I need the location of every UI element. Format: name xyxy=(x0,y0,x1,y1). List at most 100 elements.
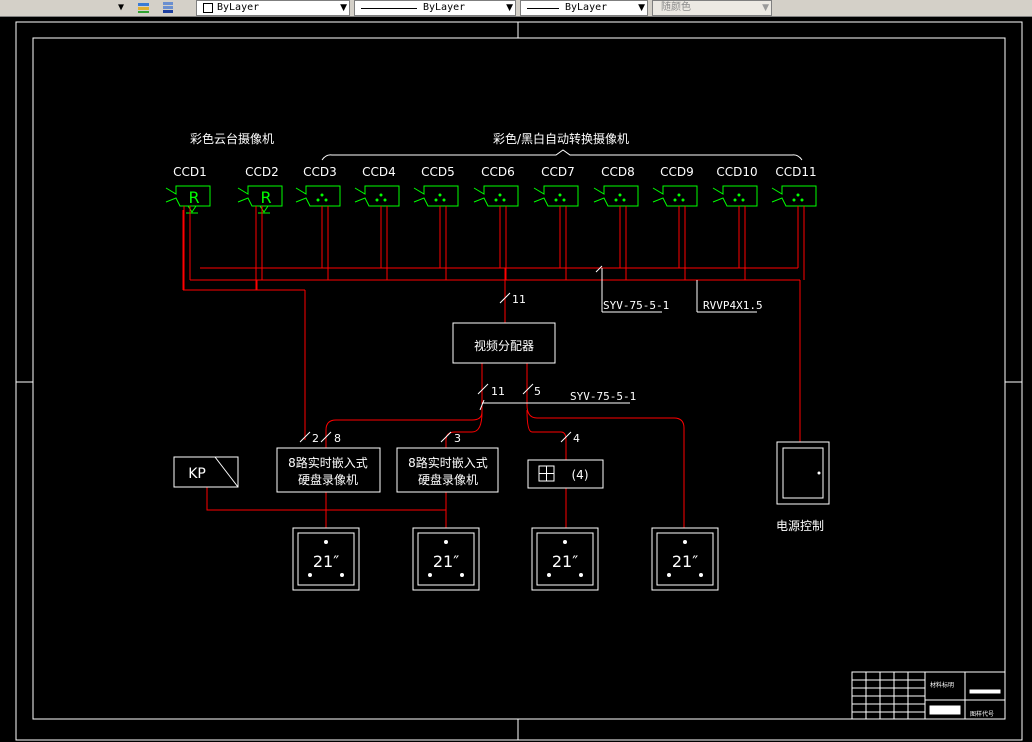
monitor-dot-icon xyxy=(308,573,312,577)
camera-ccd11[interactable]: CCD11 xyxy=(771,165,817,280)
group1-title: 彩色云台摄像机 xyxy=(190,131,274,146)
title-block xyxy=(851,671,1006,720)
camera-ccd9[interactable]: CCD9 xyxy=(652,165,698,280)
camera-body-icon xyxy=(593,185,639,207)
layer-previous-icon[interactable] xyxy=(160,0,176,15)
control-keyboard[interactable]: KP xyxy=(173,456,239,488)
plotstyle-control-combo: 随颜色 ▼ xyxy=(652,0,772,16)
camera-ccd10[interactable]: CCD10 xyxy=(712,165,758,280)
ptz-mount-icon xyxy=(186,205,198,214)
camera-label: CCD2 xyxy=(245,165,279,179)
camera-ccd5[interactable]: CCD5 xyxy=(413,165,459,280)
lens-dot-icon xyxy=(494,198,498,202)
monitor-row: 21″ 21″ 21″ 21″ xyxy=(292,527,719,591)
lineweight-control-value: ByLayer xyxy=(565,2,608,13)
title-block-label-1: 材料标明 xyxy=(930,681,954,689)
layer-dropdown-arrow[interactable]: ▼ xyxy=(118,2,125,13)
dvr-2[interactable]: 8路实时嵌入式 硬盘录像机 xyxy=(396,447,499,493)
lens-dot-icon xyxy=(379,193,383,197)
dvr-1-line2: 硬盘录像机 xyxy=(298,472,358,487)
camera-label: CCD7 xyxy=(541,165,575,179)
monitor-dot-icon xyxy=(699,573,703,577)
monitor-size-label: 21″ xyxy=(552,552,578,571)
camera-label: CCD8 xyxy=(601,165,635,179)
lens-dot-icon xyxy=(618,193,622,197)
camera-label: CCD3 xyxy=(303,165,337,179)
lens-dot-icon xyxy=(562,198,566,202)
camera-body-icon xyxy=(771,185,817,207)
out-count-a: 11 xyxy=(491,385,505,398)
camera-body-icon xyxy=(165,185,211,207)
lens-dot-icon xyxy=(558,193,562,197)
lens-dot-icon xyxy=(324,198,328,202)
linetype-sample-icon xyxy=(361,8,417,9)
quad-splitter[interactable]: (4) xyxy=(527,459,604,489)
chevron-down-icon: ▼ xyxy=(506,3,513,13)
camera-ccd6[interactable]: CCD6 xyxy=(473,165,519,280)
group2-brace xyxy=(321,149,803,161)
ptz-mount-icon xyxy=(258,205,270,214)
camera-ccd7[interactable]: CCD7 xyxy=(533,165,579,280)
camera-body-icon xyxy=(237,185,283,207)
lineweight-sample-icon xyxy=(527,8,559,9)
monitor-dot-icon xyxy=(667,573,671,577)
monitor-size-label: 21″ xyxy=(313,552,339,571)
power-control-box[interactable]: 电源控制 xyxy=(776,441,830,533)
camera-ccd3[interactable]: CCD3 xyxy=(295,165,341,280)
lineweight-control-combo[interactable]: ByLayer ▼ xyxy=(520,0,648,16)
camera-label: CCD5 xyxy=(421,165,455,179)
lens-dot-icon xyxy=(554,198,558,202)
linetype-control-value: ByLayer xyxy=(423,2,466,13)
linetype-control-combo[interactable]: ByLayer ▼ xyxy=(354,0,516,16)
dvr1-in-b: 8 xyxy=(334,432,341,445)
layer-states-icon[interactable] xyxy=(136,0,152,15)
chevron-down-icon: ▼ xyxy=(638,3,645,13)
dvr-2-line2: 硬盘录像机 xyxy=(418,472,478,487)
properties-toolbar: ▼ ByLayer ▼ ByLayer ▼ ByLayer ▼ 随颜色 ▼ xyxy=(0,0,1032,17)
lens-dot-icon xyxy=(792,198,796,202)
camera-ccd4[interactable]: CCD4 xyxy=(354,165,400,280)
video-distributor[interactable]: 视频分配器 xyxy=(452,322,556,364)
monitor-dot-icon xyxy=(428,573,432,577)
camera-body-icon xyxy=(652,185,698,207)
dvr2-in: 3 xyxy=(454,432,461,445)
lens-dot-icon xyxy=(796,193,800,197)
dvr-1[interactable]: 8路实时嵌入式 硬盘录像机 xyxy=(276,447,381,493)
color-swatch-icon xyxy=(203,3,213,13)
lens-dot-icon xyxy=(733,198,737,202)
monitor-dot-icon xyxy=(563,540,567,544)
camera-label: CCD1 xyxy=(173,165,207,179)
cable-label-video-2: SYV-75-5-1 xyxy=(570,390,636,403)
monitor-dot-icon xyxy=(324,540,328,544)
splitter-in: 4 xyxy=(573,432,580,445)
lens-dot-icon xyxy=(375,198,379,202)
video-distributor-label: 视频分配器 xyxy=(474,338,534,353)
camera-body-icon xyxy=(354,185,400,207)
monitor-4[interactable]: 21″ xyxy=(651,527,719,591)
out-count-b: 5 xyxy=(534,385,541,398)
dvr-2-line1: 8路实时嵌入式 xyxy=(408,455,488,470)
monitor-dot-icon xyxy=(444,540,448,544)
lens-dot-icon xyxy=(442,198,446,202)
camera-ccd8[interactable]: CCD8 xyxy=(593,165,639,280)
camera-label: CCD6 xyxy=(481,165,515,179)
keyboard-label: KP xyxy=(188,466,206,482)
monitor-1[interactable]: 21″ xyxy=(292,527,360,591)
monitor-size-label: 21″ xyxy=(433,552,459,571)
camera-label: CCD4 xyxy=(362,165,396,179)
camera-body-icon xyxy=(413,185,459,207)
monitor-dot-icon xyxy=(579,573,583,577)
monitor-3[interactable]: 21″ xyxy=(531,527,599,591)
color-control-combo[interactable]: ByLayer ▼ xyxy=(196,0,350,16)
monitor-dot-icon xyxy=(340,573,344,577)
ptz-symbol: R xyxy=(260,188,271,207)
lens-dot-icon xyxy=(741,198,745,202)
monitor-dot-icon xyxy=(547,573,551,577)
plotstyle-control-value: 随颜色 xyxy=(661,2,691,13)
monitor-2[interactable]: 21″ xyxy=(412,527,480,591)
lens-dot-icon xyxy=(320,193,324,197)
dvr1-in-a: 2 xyxy=(312,432,319,445)
